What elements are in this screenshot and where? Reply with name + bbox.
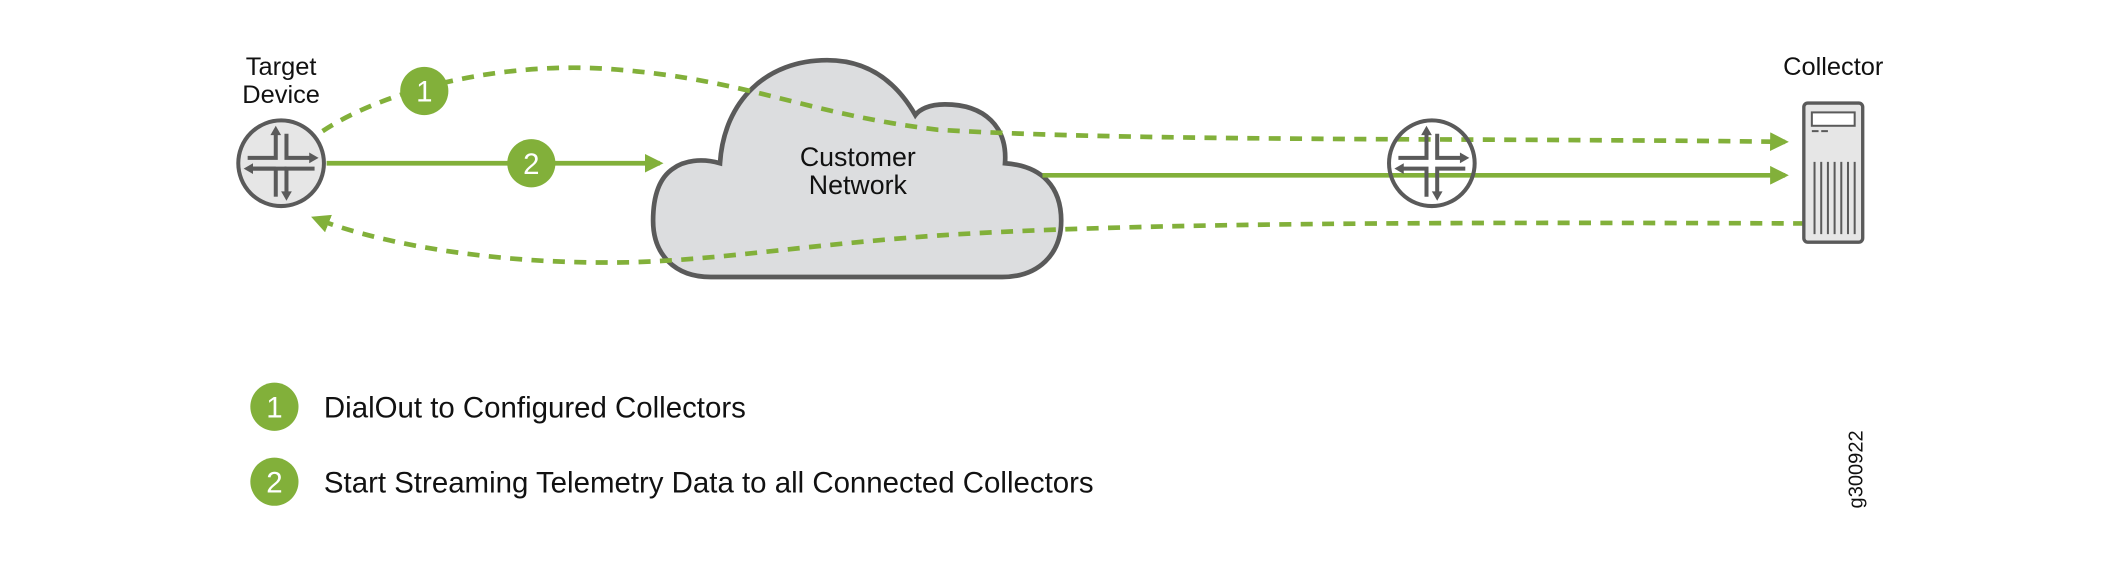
dialout-path-return [311, 214, 1806, 265]
figure-id: g300922 [1846, 430, 1868, 508]
customer-network-cloud: Customer Network [650, 57, 1064, 280]
collector-label: Collector [1783, 53, 1884, 81]
target-device: Target Device [236, 53, 326, 209]
cloud-icon [650, 57, 1064, 280]
intermediate-router [1387, 118, 1477, 209]
target-device-label: Target [246, 53, 317, 81]
legend-text-1: DialOut to Configured Collectors [324, 391, 746, 424]
legend-badge-1 [250, 382, 299, 431]
target-device-label-2: Device [242, 81, 320, 109]
dialout-path-outbound [321, 65, 1789, 152]
legend-item: 2 Start Streaming Telemetry Data to all … [250, 457, 1094, 506]
svg-text:2: 2 [266, 466, 282, 499]
collector: Collector [1783, 53, 1884, 244]
step-badge-2: 2 [507, 139, 556, 188]
customer-network-label-2: Network [809, 170, 908, 200]
legend-text-2: Start Streaming Telemetry Data to all Co… [324, 466, 1094, 499]
legend: 1 DialOut to Configured Collectors 2 Sta… [250, 382, 1094, 506]
step-badge-1: 1 [400, 66, 449, 116]
router-icon [1387, 118, 1477, 209]
legend-badge-2 [250, 457, 299, 506]
svg-text:1: 1 [266, 391, 282, 424]
legend-item: 1 DialOut to Configured Collectors [250, 382, 746, 431]
svg-text:1: 1 [416, 76, 432, 109]
router-icon [236, 118, 326, 209]
svg-text:2: 2 [523, 148, 539, 181]
server-icon [1802, 101, 1865, 244]
customer-network-label: Customer [800, 142, 916, 172]
